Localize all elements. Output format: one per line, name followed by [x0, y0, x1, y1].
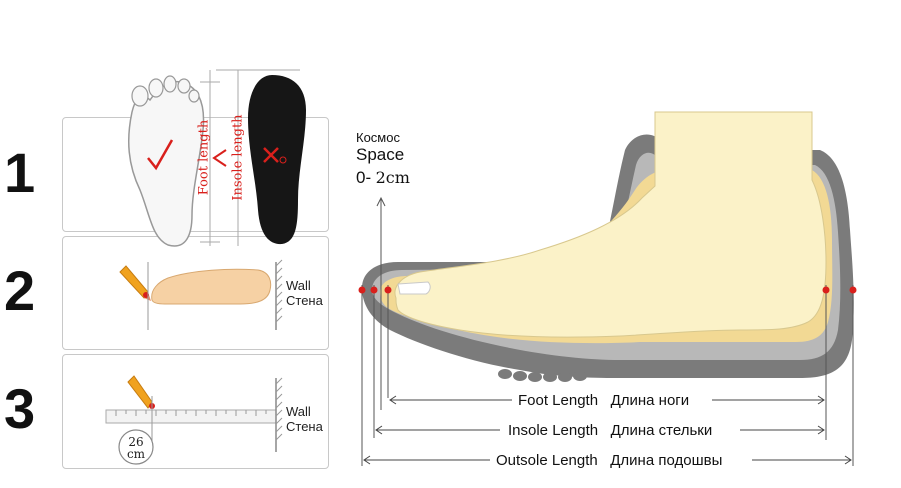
space-label: Космос Space 0- 2cm: [356, 130, 410, 187]
measure-magnifier: [118, 429, 154, 465]
step-3-wall-label: Wall Стена: [286, 404, 323, 434]
angle-arrow-icon: [212, 149, 227, 167]
foot-length-label: Foot length: [196, 119, 212, 196]
insole-length-label: Insole length: [230, 114, 246, 201]
foot-length-dimension: Foot Length Длина ноги: [518, 392, 690, 409]
shoe-foot: [394, 111, 827, 338]
step-2-wall-label: Wall Стена: [286, 278, 323, 308]
space-range: 0- 2cm: [356, 168, 410, 187]
outsole-length-dimension: Outsole Length Длина подошвы: [496, 452, 723, 469]
side-foot-2: [151, 268, 272, 305]
step-3-number: 3: [4, 377, 36, 440]
pencil-icon-3: [127, 375, 153, 409]
measure-readout: 26 cm: [126, 435, 146, 461]
step-1-number: 1: [4, 141, 36, 204]
step-2-number: 2: [4, 259, 36, 322]
insole-length-dimension: Insole Length Длина стельки: [508, 422, 713, 439]
space-arrow-up-icon: [376, 196, 386, 207]
cross-mark-icon: [263, 147, 279, 163]
ruler: [105, 409, 277, 424]
check-mark-icon: [147, 139, 174, 171]
